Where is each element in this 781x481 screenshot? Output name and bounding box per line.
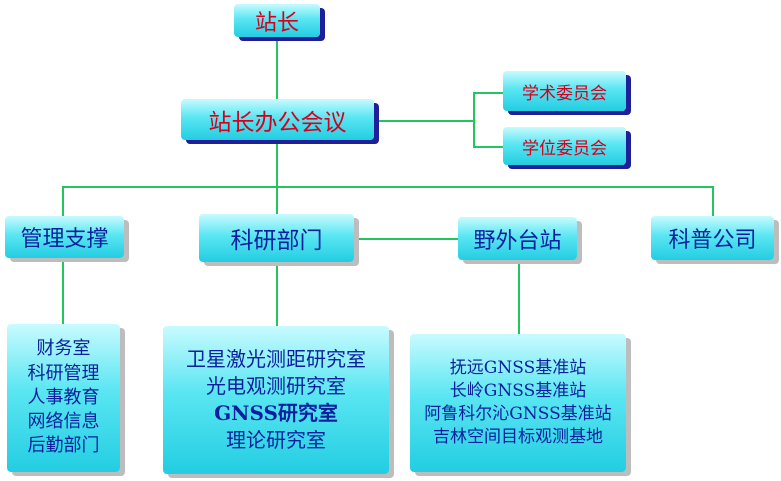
academic-committee-box: 学术委员会 [503, 71, 626, 111]
connector-office-branch [276, 140, 278, 186]
research-department-label: 科研部门 [230, 228, 323, 254]
management-units-box: 财务室 科研管理 人事教育 网络信息 后勤部门 [7, 324, 120, 472]
connector-management-drop [62, 186, 64, 216]
management-unit-item: 财务室 [36, 338, 91, 360]
station-head-label: 站长 [254, 10, 299, 36]
connector-management-units [62, 258, 64, 324]
research-unit-item: GNSS研究室 [214, 401, 338, 425]
connector-committee-spine [473, 92, 475, 147]
field-station-item: 抚远GNSS基准站 [449, 358, 587, 379]
management-unit-item: 科研管理 [27, 362, 100, 384]
degree-committee-box: 学位委员会 [503, 127, 626, 165]
management-support-box: 管理支撑 [5, 216, 124, 258]
management-support-label: 管理支撑 [20, 227, 109, 252]
popular-science-box: 科普公司 [651, 216, 774, 260]
management-unit-item: 网络信息 [27, 411, 100, 433]
connector-field-stations [518, 260, 520, 334]
popular-science-label: 科普公司 [668, 228, 757, 253]
connector-research-field [354, 238, 458, 240]
connector-degree-committee [473, 146, 503, 148]
management-unit-item: 人事教育 [27, 386, 100, 408]
connector-academic-committee [473, 92, 503, 94]
field-stations-label: 野外台站 [473, 228, 562, 254]
office-meeting-box: 站长办公会议 [181, 99, 374, 140]
connector-top-office [276, 37, 278, 99]
connector-department-bus [62, 186, 714, 188]
field-stations-list-box: 抚远GNSS基准站 长岭GNSS基准站 阿鲁科尔沁GNSS基准站 吉林空间目标观… [410, 334, 626, 472]
station-head-box: 站长 [234, 4, 320, 37]
research-unit-item: 卫星激光测距研究室 [186, 347, 366, 371]
research-units-box: 卫星激光测距研究室 光电观测研究室 GNSS研究室 理论研究室 [163, 326, 389, 474]
connector-popsci-drop [712, 186, 714, 216]
research-unit-item: 理论研究室 [226, 428, 326, 452]
research-unit-item: 光电观测研究室 [206, 374, 346, 398]
connector-research-units [276, 262, 278, 326]
field-stations-box: 野外台站 [458, 217, 577, 260]
management-unit-item: 后勤部门 [27, 435, 100, 457]
field-station-item: 吉林空间目标观测基地 [433, 426, 603, 447]
connector-office-committees [374, 120, 474, 122]
field-station-item: 阿鲁科尔沁GNSS基准站 [424, 404, 612, 424]
academic-committee-label: 学术委员会 [522, 83, 607, 104]
office-meeting-label: 站长办公会议 [208, 109, 347, 136]
field-station-item: 长岭GNSS基准站 [449, 381, 587, 402]
connector-research-drop [276, 186, 278, 214]
degree-committee-label: 学位委员会 [522, 138, 607, 159]
research-department-box: 科研部门 [199, 214, 354, 262]
